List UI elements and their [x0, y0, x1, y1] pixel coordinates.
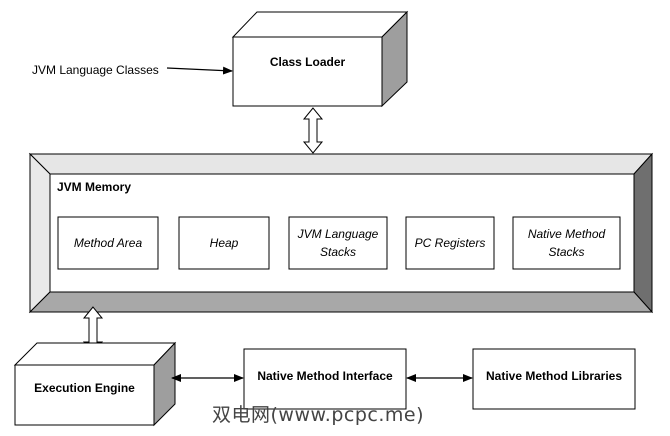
pc-registers-box: [405, 216, 495, 270]
jvm-language-stacks-box: [288, 216, 388, 270]
execution-engine-label: Execution Engine: [34, 380, 135, 395]
heap-box: [178, 216, 270, 270]
native-libraries-label: Native Method Libraries: [485, 369, 623, 383]
native-method-stacks-label: Native Method Stacks: [527, 227, 606, 259]
jvm-memory-title: JVM Memory: [57, 180, 132, 194]
class-loader-label: Class Loader: [269, 55, 346, 69]
class-loader-box: [231, 10, 409, 108]
pc-registers-label: PC Registers: [414, 236, 486, 250]
loader-memory-double-arrow: [302, 107, 324, 154]
native-interface-label: Native Method Interface: [257, 369, 393, 383]
execution-engine-box: [13, 341, 177, 427]
input-arrow: [166, 66, 233, 75]
method-area-box: [57, 216, 159, 270]
jvm-language-stacks-label: JVM Language Stacks: [297, 227, 379, 259]
heap-label: Heap: [209, 236, 239, 250]
method-area-label: Method Area: [73, 236, 143, 250]
native-libraries-box: [472, 348, 636, 410]
input-label: JVM Language Classes: [32, 63, 159, 77]
native-method-stacks-box: [512, 216, 621, 270]
watermark: 双电网(www.pcpc.me): [212, 404, 424, 426]
native-interface-box: [243, 348, 407, 410]
